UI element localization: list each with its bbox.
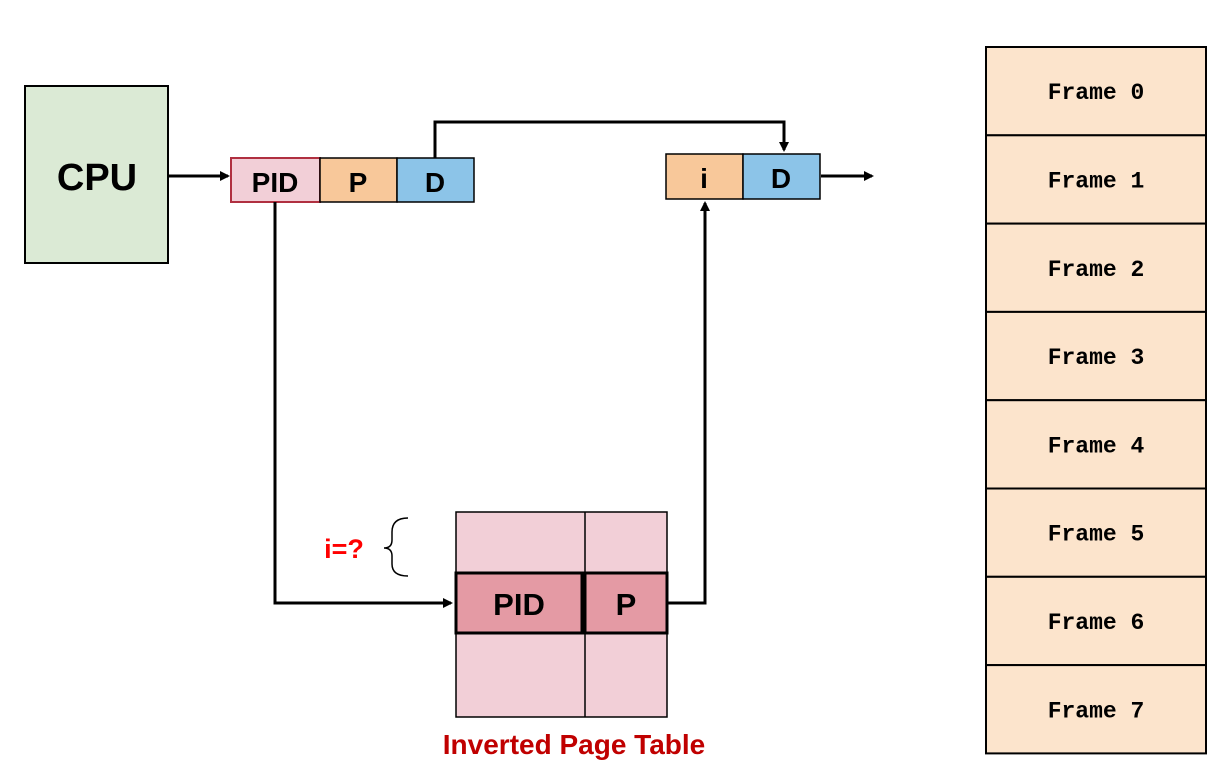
table-page-label: P [616,587,637,622]
frame-label: Frame 7 [1048,698,1145,724]
frame-cell [985,399,1207,490]
logical-pid-label: PID [252,167,299,198]
index-result-arrow [667,201,710,605]
frame-cell [985,664,1207,755]
logical-offset-cell [396,157,475,203]
inverted-page-table: PID P Inverted Page Table [443,511,705,760]
frame-label: Frame 1 [1048,168,1145,194]
physical-offset-cell [742,153,821,200]
frame-cell [985,46,1207,137]
frame-cell [985,487,1207,578]
brace-icon [383,517,409,577]
physical-offset-label: D [771,163,791,194]
frame-cell [985,575,1207,667]
index-query-label: i=? [324,534,364,564]
physical-index-label: i [700,163,708,194]
logical-pid-cell [230,157,321,203]
frame-label: Frame 5 [1048,522,1145,548]
table-pid-label: PID [493,587,545,622]
table-match-page-cell [583,571,669,635]
physical-memory: Frame 0 Frame 1 Frame 2 Frame 3 Frame 4 Frame… [985,46,1207,755]
frame-label: Frame 0 [1048,80,1145,106]
pid-lookup-arrow [273,202,453,608]
offset-copy-arrow [433,120,789,158]
logical-offset-label: D [425,167,445,198]
table-title: Inverted Page Table [443,729,705,760]
logical-address: PID P D [230,157,475,203]
frame-label: Frame 3 [1048,345,1145,371]
table-match-pid-cell [454,571,584,635]
cpu-box: CPU [24,85,169,264]
frame-label: Frame 4 [1048,433,1145,459]
logical-page-label: P [349,167,368,198]
frame-label: Frame 2 [1048,257,1145,283]
cpu-label: CPU [57,157,137,199]
frame-cell [985,134,1207,225]
index-query: i=? [324,517,409,577]
frame-label: Frame 6 [1048,610,1145,636]
physical-address: i D [665,153,821,200]
frame-cell [985,222,1207,313]
logical-page-cell [319,157,398,203]
